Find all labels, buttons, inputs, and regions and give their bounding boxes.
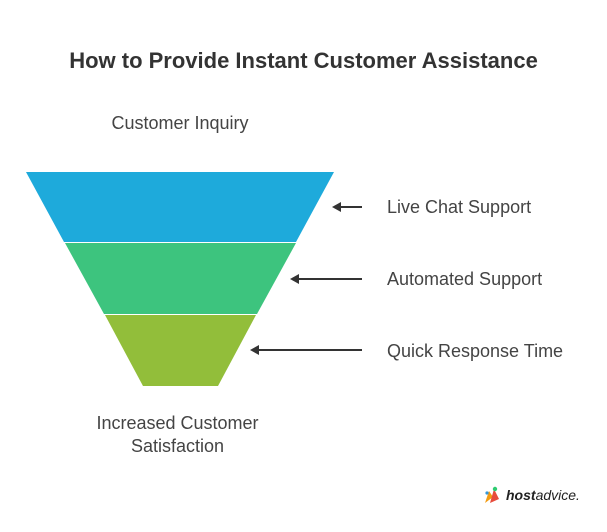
arrow-live-chat — [332, 202, 362, 212]
brand-advice-text: advice. — [535, 487, 580, 503]
stage-label-live-chat: Live Chat Support — [387, 197, 532, 217]
stage-label-quick-response: Quick Response Time — [387, 341, 564, 361]
arrow-automated — [290, 274, 362, 284]
brand-host-text: host — [506, 487, 536, 503]
funnel-top-label: Customer Inquiry — [111, 113, 249, 133]
diagram-title: How to Provide Instant Customer Assistan… — [69, 48, 538, 73]
stage-label-automated: Automated Support — [387, 269, 543, 289]
brand-logo: hostadvice. — [482, 484, 580, 506]
funnel-bottom-label: Increased Customer Satisfaction — [60, 412, 295, 458]
bottom-label-line-2: Satisfaction — [130, 436, 225, 456]
funnel-stage-quick-response — [105, 315, 256, 386]
arrow-quick-response — [250, 345, 362, 355]
funnel-stage-automated — [65, 243, 296, 314]
hostadvice-logo-icon — [485, 486, 499, 503]
bottom-label-line-1: Increased Customer — [96, 413, 259, 433]
funnel-stage-live-chat — [26, 172, 334, 242]
